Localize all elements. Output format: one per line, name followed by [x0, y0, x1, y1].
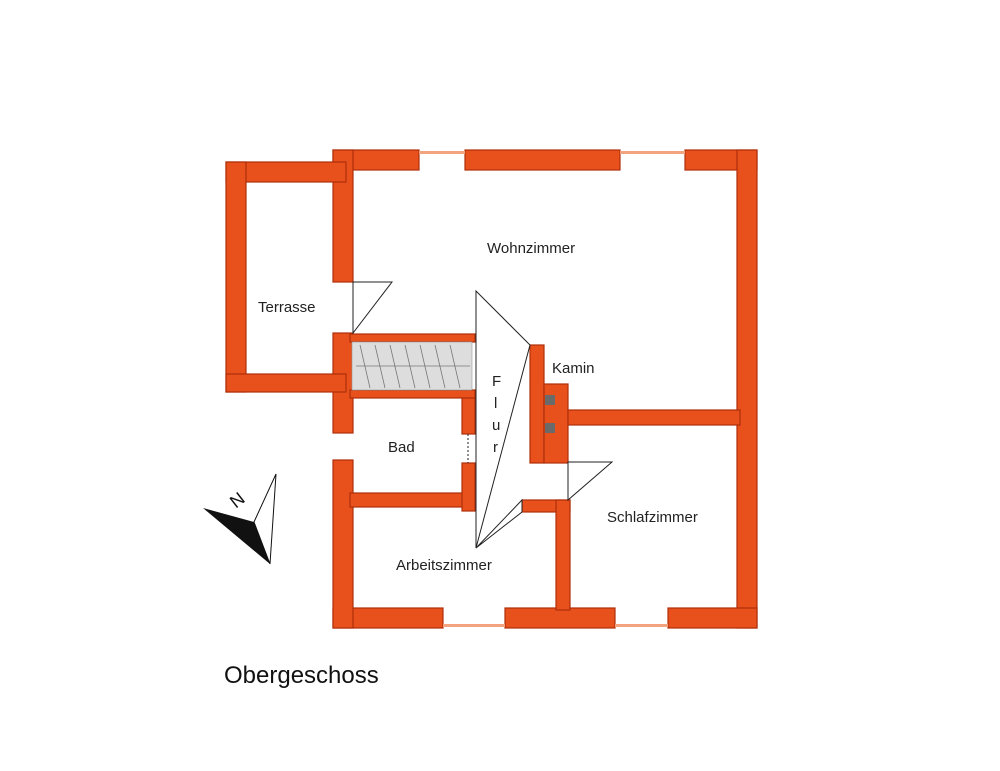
- outer-walls: [332, 149, 758, 629]
- room-label-flur-f: F: [492, 373, 501, 390]
- room-label-wohnzimmer: Wohnzimmer: [487, 240, 575, 257]
- terrace-walls: [225, 161, 347, 393]
- room-label-flur-u: u: [492, 417, 500, 434]
- floor-plan-title: Obergeschoss: [224, 662, 379, 689]
- room-label-flur-r: r: [493, 439, 498, 456]
- compass-north-label: N: [226, 488, 249, 512]
- room-label-bad: Bad: [388, 439, 415, 456]
- interior-walls: [349, 333, 741, 611]
- room-label-flur-l: l: [494, 395, 497, 412]
- room-label-schlafzimmer: Schlafzimmer: [607, 509, 698, 526]
- staircase-hatch: [356, 344, 470, 389]
- doors: [352, 281, 614, 549]
- room-label-kamin: Kamin: [552, 360, 595, 377]
- room-label-arbeitszimmer: Arbeitszimmer: [396, 557, 492, 574]
- room-label-terrasse: Terrasse: [258, 299, 316, 316]
- compass-icon: N: [203, 473, 277, 565]
